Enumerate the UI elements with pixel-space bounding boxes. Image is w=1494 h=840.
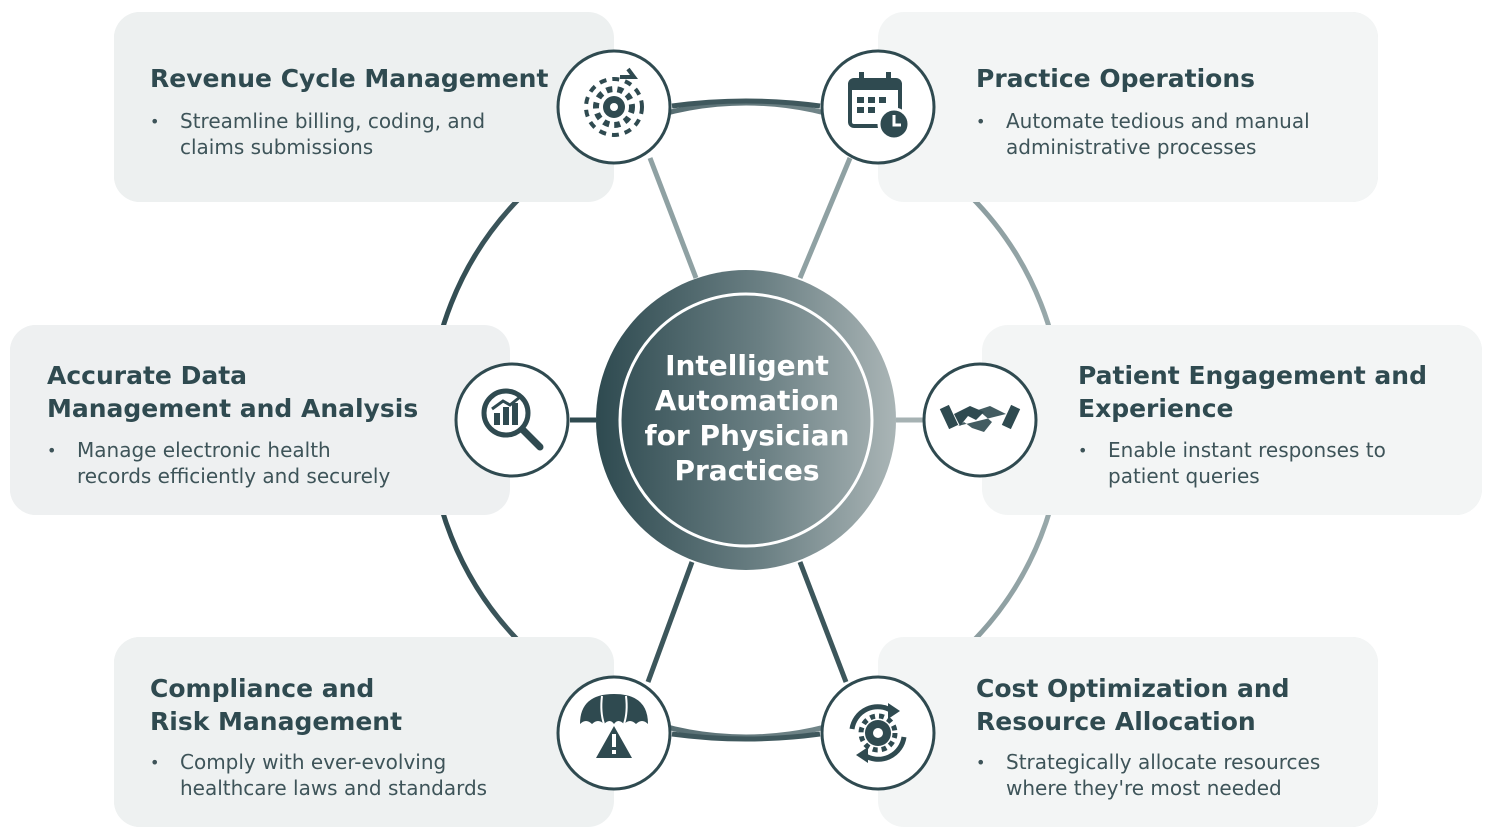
icon-circle-cost — [820, 675, 936, 791]
calendar-clock-icon — [848, 72, 911, 141]
gear-refresh-icon — [849, 703, 907, 763]
umbrella-warning-icon — [580, 694, 648, 758]
icon-circle-compliance — [556, 675, 672, 791]
spoke-top-right — [797, 157, 853, 279]
magnifier-chart-icon — [481, 388, 544, 451]
spoke-bottom-right — [797, 561, 849, 683]
top-arc — [671, 98, 821, 109]
icon-circle-data — [454, 362, 570, 478]
hub-inner-ring — [618, 292, 874, 548]
hub-circle — [596, 270, 896, 570]
icon-circle-operations — [820, 49, 936, 165]
gear-cycle-icon — [584, 67, 644, 137]
bottom-arc — [671, 731, 821, 742]
icon-circle-revenue — [556, 49, 672, 165]
icon-circle-patient — [922, 362, 1038, 478]
spoke-bottom-left — [645, 561, 695, 683]
handshake-icon — [939, 404, 1021, 432]
spoke-top-left — [647, 157, 699, 279]
